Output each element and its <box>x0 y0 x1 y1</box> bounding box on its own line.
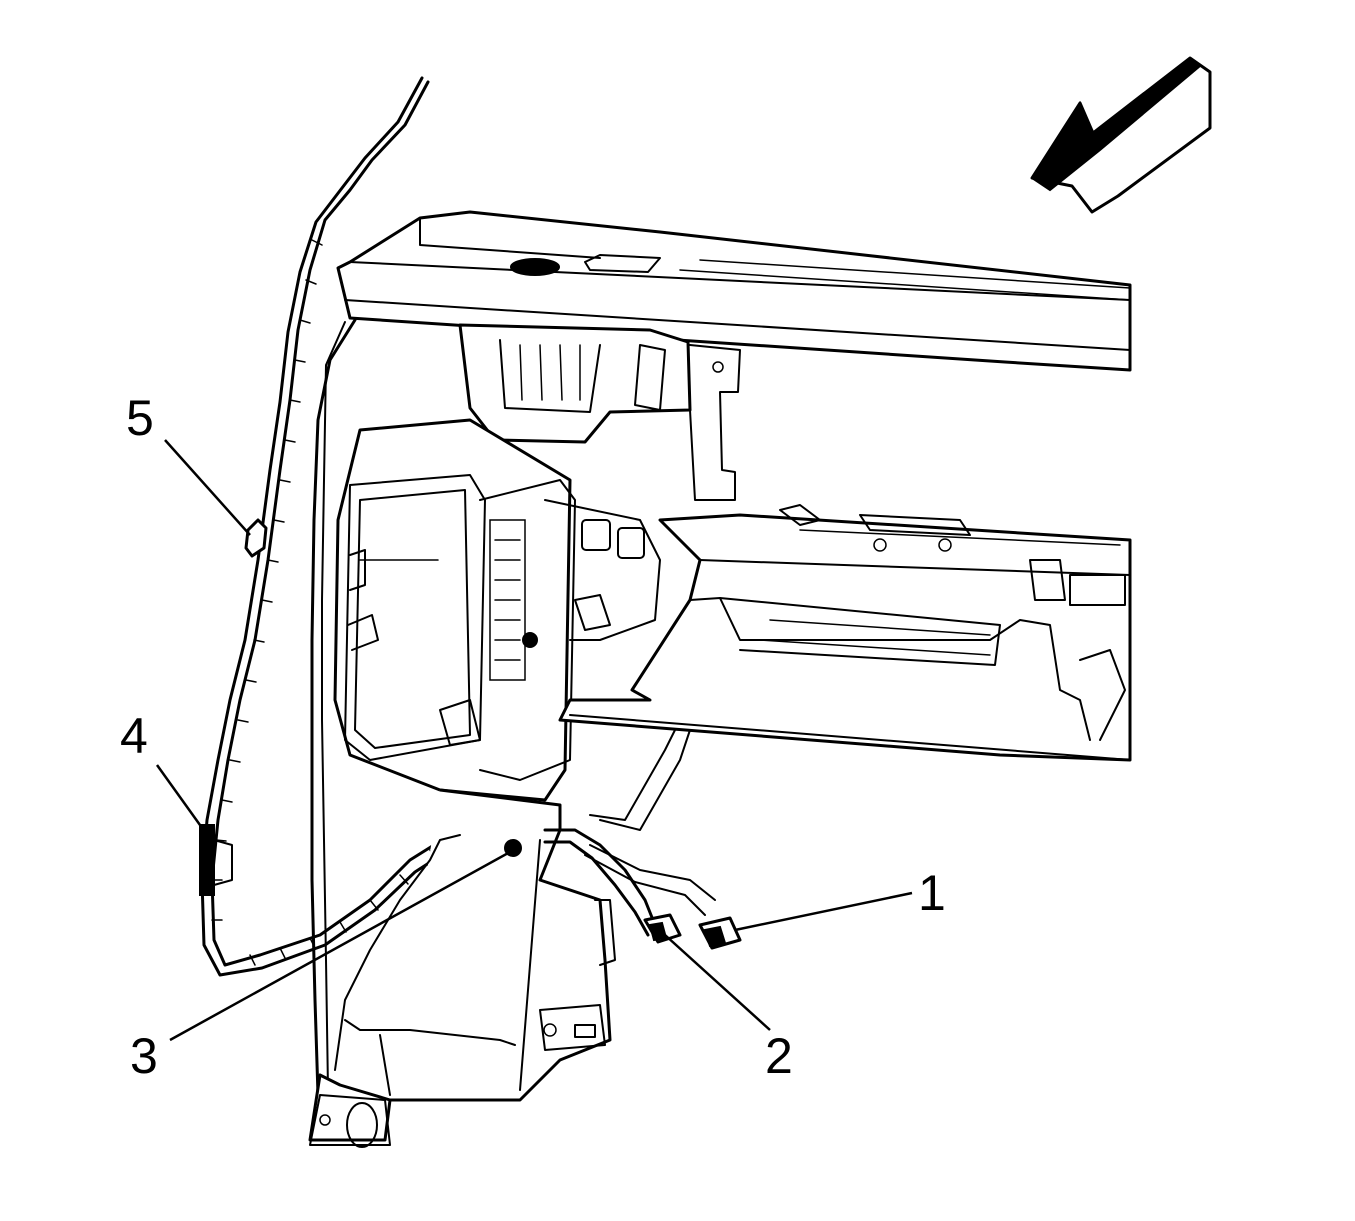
lower-center-bracket <box>308 788 616 1148</box>
leader-line-5 <box>164 439 251 536</box>
leader-lines <box>155 439 913 1042</box>
upper-bracket <box>458 323 741 501</box>
body-control-module <box>333 418 661 802</box>
connector-harness <box>504 729 742 950</box>
leader-line-4 <box>155 764 207 833</box>
lower-dash-right <box>558 504 1132 762</box>
instrument-panel-top <box>336 210 1132 372</box>
view-direction-arrow-icon <box>1030 56 1212 214</box>
callout-1: 1 <box>918 865 946 921</box>
callout-3: 3 <box>130 1028 158 1084</box>
callout-2: 2 <box>765 1028 793 1084</box>
leader-line-3 <box>169 850 511 1042</box>
callout-4: 4 <box>120 708 148 764</box>
callout-5: 5 <box>126 390 154 446</box>
leader-line-2 <box>664 934 771 1031</box>
leader-line-1 <box>734 891 913 932</box>
